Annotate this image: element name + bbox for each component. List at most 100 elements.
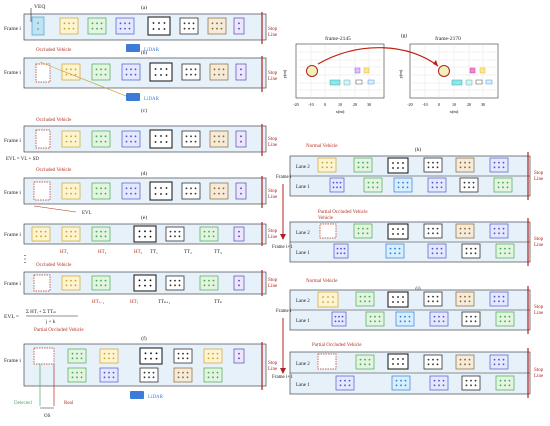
vehicle-dot [154, 68, 157, 70]
vehicle-dot [402, 228, 404, 230]
vehicle-dot [134, 135, 137, 138]
panel-h: (h) Normal Vehicle Lane 2 Lane 1 Frame i… [272, 144, 544, 266]
vehicle-dot [185, 135, 188, 138]
vehicle-h-i7 [329, 177, 345, 193]
vehicle-h-i6 [489, 157, 509, 173]
vehicle-dot [134, 73, 137, 76]
sub-c: (c) [141, 107, 147, 114]
vehicle-f3 [99, 348, 119, 364]
vehicle-dot [177, 376, 180, 379]
vehicle-i-j4 [423, 354, 443, 370]
vehicle-b4 [121, 63, 141, 81]
vehicle-dot [212, 352, 214, 355]
vehicle-dot [185, 73, 188, 76]
vehicle-dot [104, 68, 107, 71]
vehicle-dot [216, 376, 219, 379]
vehicle-e7 [233, 226, 245, 242]
vehicle-dot [432, 363, 434, 366]
vehicle-dot [367, 186, 370, 189]
vehicle-f7 [233, 348, 245, 364]
vehicle-b7 [209, 63, 229, 81]
vehicle-dot [438, 379, 440, 382]
vehicle-dot [442, 384, 445, 387]
occluded-label-e: Occluded Vehicle [36, 263, 72, 268]
vehicle-dot [65, 230, 68, 233]
vehicle-dot [144, 235, 146, 238]
ht-label-3: HT₃ [134, 250, 143, 255]
vehicle-b3 [91, 63, 111, 81]
vehicle-dot [459, 232, 462, 235]
vehicle-dot [177, 352, 180, 355]
vehicle-dot [398, 247, 401, 250]
vehicle-dot [238, 284, 240, 287]
vehicle-dot [203, 230, 206, 233]
evl-label-d: EVL [82, 211, 92, 216]
frame-i1-h: Frame i+1 [272, 245, 293, 250]
vehicle-dot [465, 252, 468, 255]
vehicle-dot [125, 135, 128, 138]
sub-h: (h) [415, 146, 422, 153]
vehicle-dot [65, 279, 68, 282]
vehicle-dot [208, 235, 210, 238]
vehicle-i-i6 [489, 291, 509, 307]
vehicle-dot [493, 227, 496, 230]
vehicle-dot [76, 352, 78, 355]
vehicle-dot [70, 235, 72, 238]
vehicle-dot [402, 233, 404, 235]
vehicle-dot [364, 295, 366, 298]
vehicle-dot [194, 68, 197, 71]
vehicle-dot [436, 247, 438, 250]
vehicle-dot [330, 161, 333, 164]
frame-label-e-bottom: Frame i [4, 281, 21, 287]
vehicle-dot [493, 161, 496, 164]
lane2-h-i1: Lane 2 [296, 231, 310, 236]
vehicle-dot [165, 187, 168, 189]
vehicle-dot [238, 235, 240, 238]
vehicle-dot [402, 358, 404, 360]
vehicle-dot [218, 140, 220, 143]
stop-label-i-i: Stop [534, 305, 544, 310]
vehicle-dot [338, 315, 340, 318]
vehicle-dot [119, 22, 122, 25]
vehicle-dot [464, 166, 466, 169]
vehicle-dot [436, 186, 438, 189]
cluster-left-6 [367, 79, 375, 85]
vehicle-dot [508, 384, 511, 387]
partial-label-i: Partial Occluded Vehicle [312, 343, 362, 348]
vehicle-d7 [209, 182, 229, 200]
vehicle-dot [212, 376, 214, 379]
vehicle-dot [65, 187, 68, 190]
vehicle-dot [177, 357, 180, 360]
tt-label-3: TT₃ [214, 250, 222, 255]
lidar-f [130, 391, 144, 399]
vehicle-dot [330, 166, 333, 169]
vehicle-dot [104, 135, 107, 138]
vehicle-dot [71, 357, 74, 360]
vehicle-dot [130, 68, 132, 71]
vehicle-dot [213, 140, 216, 143]
vehicle-dot [465, 247, 468, 250]
vehicle-dot [427, 363, 430, 366]
vehicle-dot [130, 187, 132, 190]
vehicle-dot [436, 166, 439, 169]
tracked-vehicle-left [306, 65, 318, 77]
vehicle-dot [327, 301, 329, 303]
vehicle-dot [134, 192, 137, 195]
vehicle-dot [240, 68, 242, 71]
vehicle-dot [212, 235, 215, 238]
vehicle-dot [464, 300, 466, 303]
vehicle-dot [474, 315, 477, 318]
vehicle-dot [100, 22, 103, 25]
lidar-b-top [126, 44, 140, 52]
vehicle-dot [238, 27, 240, 30]
vehicle-b8 [235, 63, 247, 81]
vehicle-dot [218, 192, 220, 195]
vehicle-dot [95, 192, 98, 195]
vehicle-dot [464, 232, 466, 235]
vehicle-h-i11 [459, 177, 479, 193]
vehicle-dot [366, 166, 369, 169]
vehicle-dot [378, 320, 381, 323]
vehicle-dot [368, 300, 371, 303]
vehicle-dot [155, 357, 158, 360]
ellipsis-dots: ⋮ [20, 254, 30, 265]
